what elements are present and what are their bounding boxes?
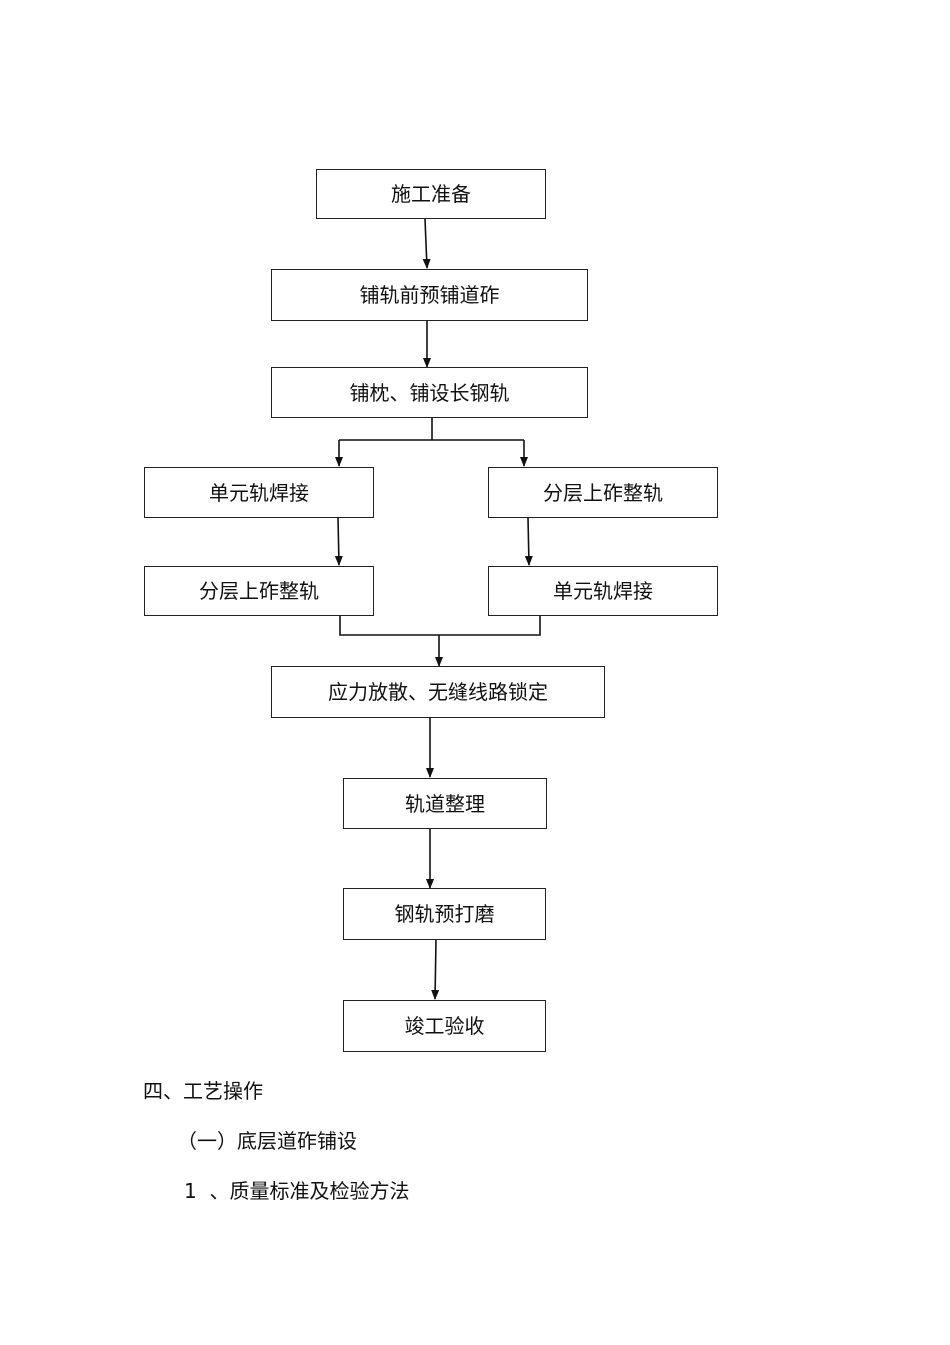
arrow-grind-to-acceptance bbox=[431, 939, 440, 1000]
step-track-finishing: 轨道整理 bbox=[343, 778, 547, 829]
step-left-layered-ballasting: 分层上砟整轨 bbox=[144, 566, 374, 616]
branch-merge-line bbox=[339, 616, 541, 636]
arrow-left-weld-to-ballast bbox=[334, 517, 343, 566]
step-completion-acceptance: 竣工验收 bbox=[343, 1000, 546, 1052]
branch-split-line bbox=[339, 418, 524, 441]
step-right-layered-ballasting: 分层上砟整轨 bbox=[488, 467, 718, 518]
section-heading: 四、工艺操作 bbox=[143, 1079, 263, 1103]
arrow-prepare-to-preballast bbox=[422, 218, 431, 269]
step-construction-preparation: 施工准备 bbox=[316, 169, 546, 219]
step-right-unit-rail-welding: 单元轨焊接 bbox=[488, 566, 718, 616]
step-pre-ballast-laying: 铺轨前预铺道砟 bbox=[271, 269, 588, 321]
item-heading: 1 、质量标准及检验方法 bbox=[184, 1179, 410, 1203]
arrow-right-ballast-to-weld bbox=[524, 517, 533, 566]
step-rail-pre-grinding: 钢轨预打磨 bbox=[343, 888, 546, 940]
step-left-unit-rail-welding: 单元轨焊接 bbox=[144, 467, 374, 518]
step-stress-release-and-locking: 应力放散、无缝线路锁定 bbox=[271, 666, 605, 718]
subsection-heading: （一）底层道砟铺设 bbox=[177, 1129, 357, 1153]
step-sleeper-and-long-rail-laying: 铺枕、铺设长钢轨 bbox=[271, 367, 588, 418]
